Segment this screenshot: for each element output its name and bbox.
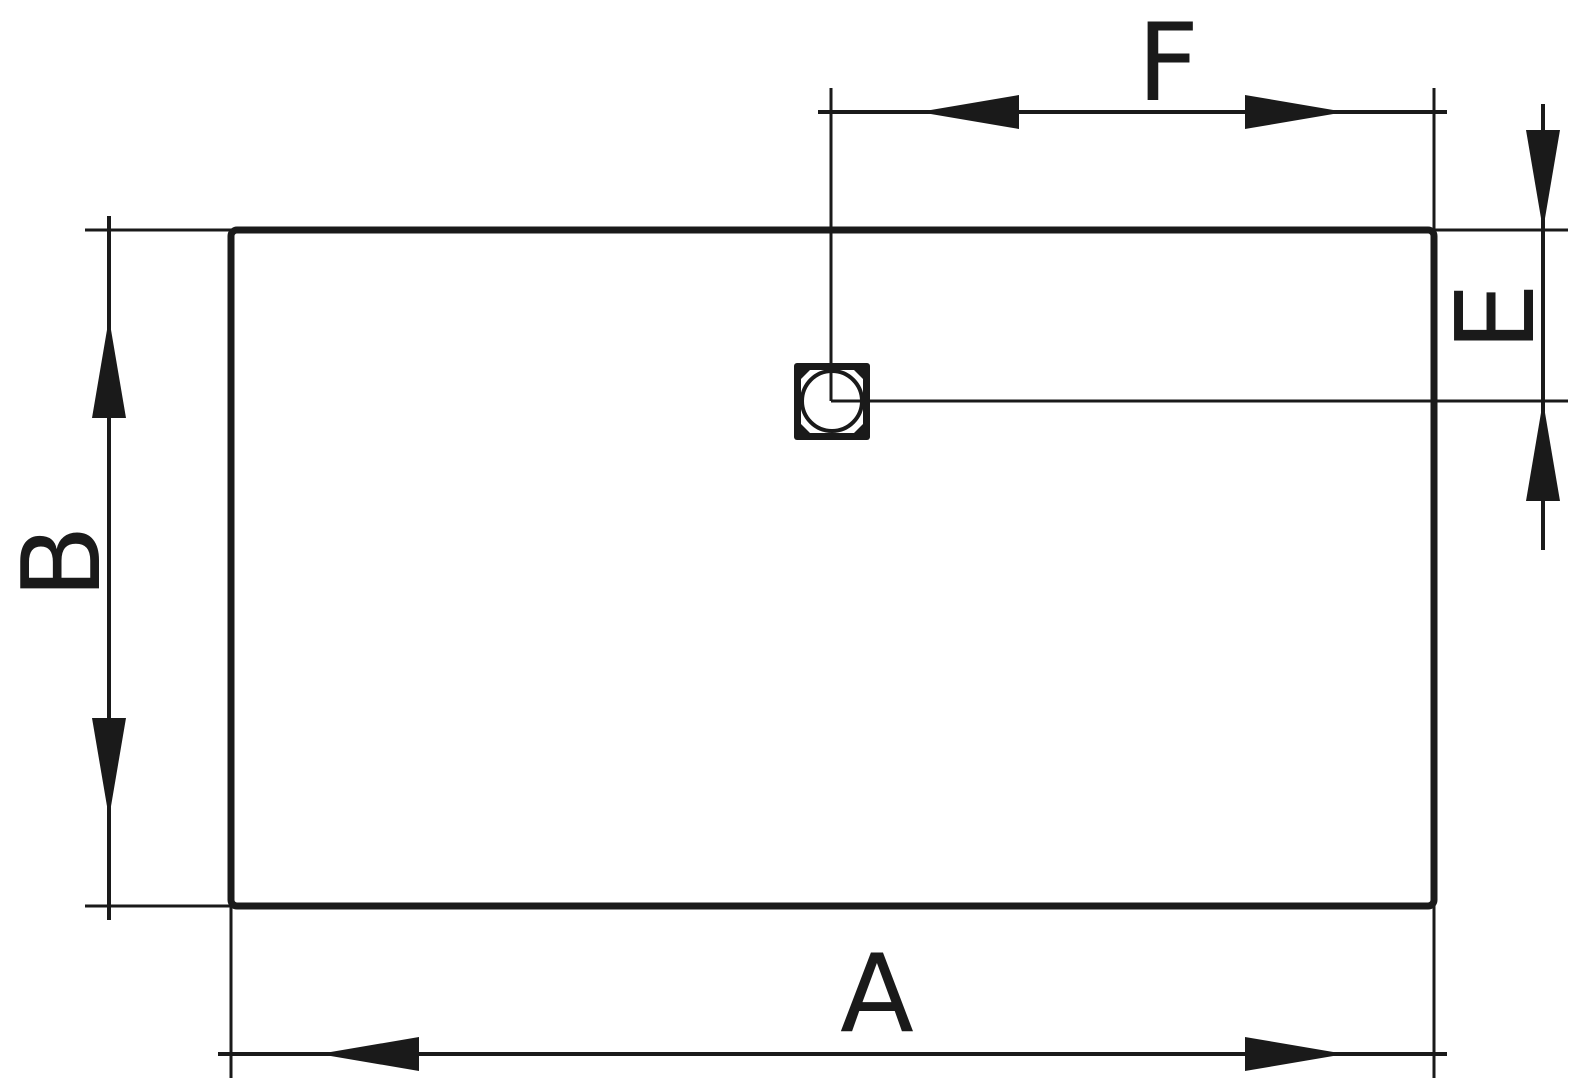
hole-corner-notch bbox=[854, 370, 863, 379]
hole-corner-notch bbox=[801, 424, 810, 433]
dimension-label-a: A bbox=[840, 932, 914, 1057]
dimension-label-e: E bbox=[1434, 283, 1559, 351]
hole-corner-notch bbox=[854, 424, 863, 433]
dimension-label-b: B bbox=[0, 525, 125, 599]
dimension-label-f: F bbox=[1137, 1, 1199, 126]
hole-corner-notch bbox=[801, 370, 810, 379]
